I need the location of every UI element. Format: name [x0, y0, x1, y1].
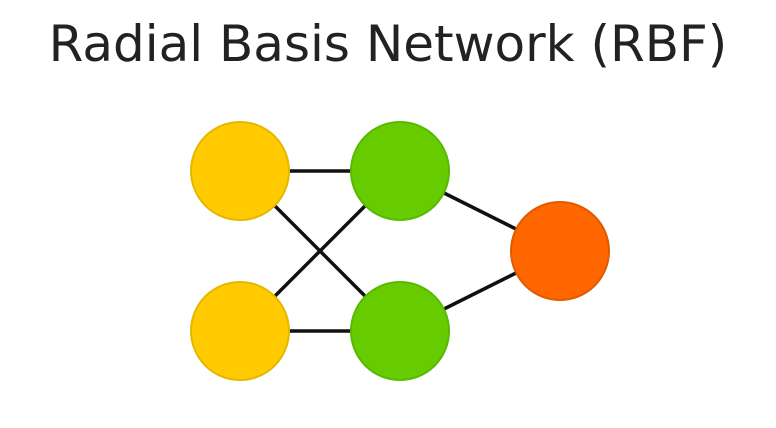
- output-node-1: [510, 201, 610, 301]
- nodes: [190, 121, 610, 381]
- input-node-1: [190, 121, 290, 221]
- hidden-node-2: [350, 281, 450, 381]
- hidden-node-1: [350, 121, 450, 221]
- input-node-2: [190, 281, 290, 381]
- diagram-title: Radial Basis Network (RBF): [48, 15, 728, 73]
